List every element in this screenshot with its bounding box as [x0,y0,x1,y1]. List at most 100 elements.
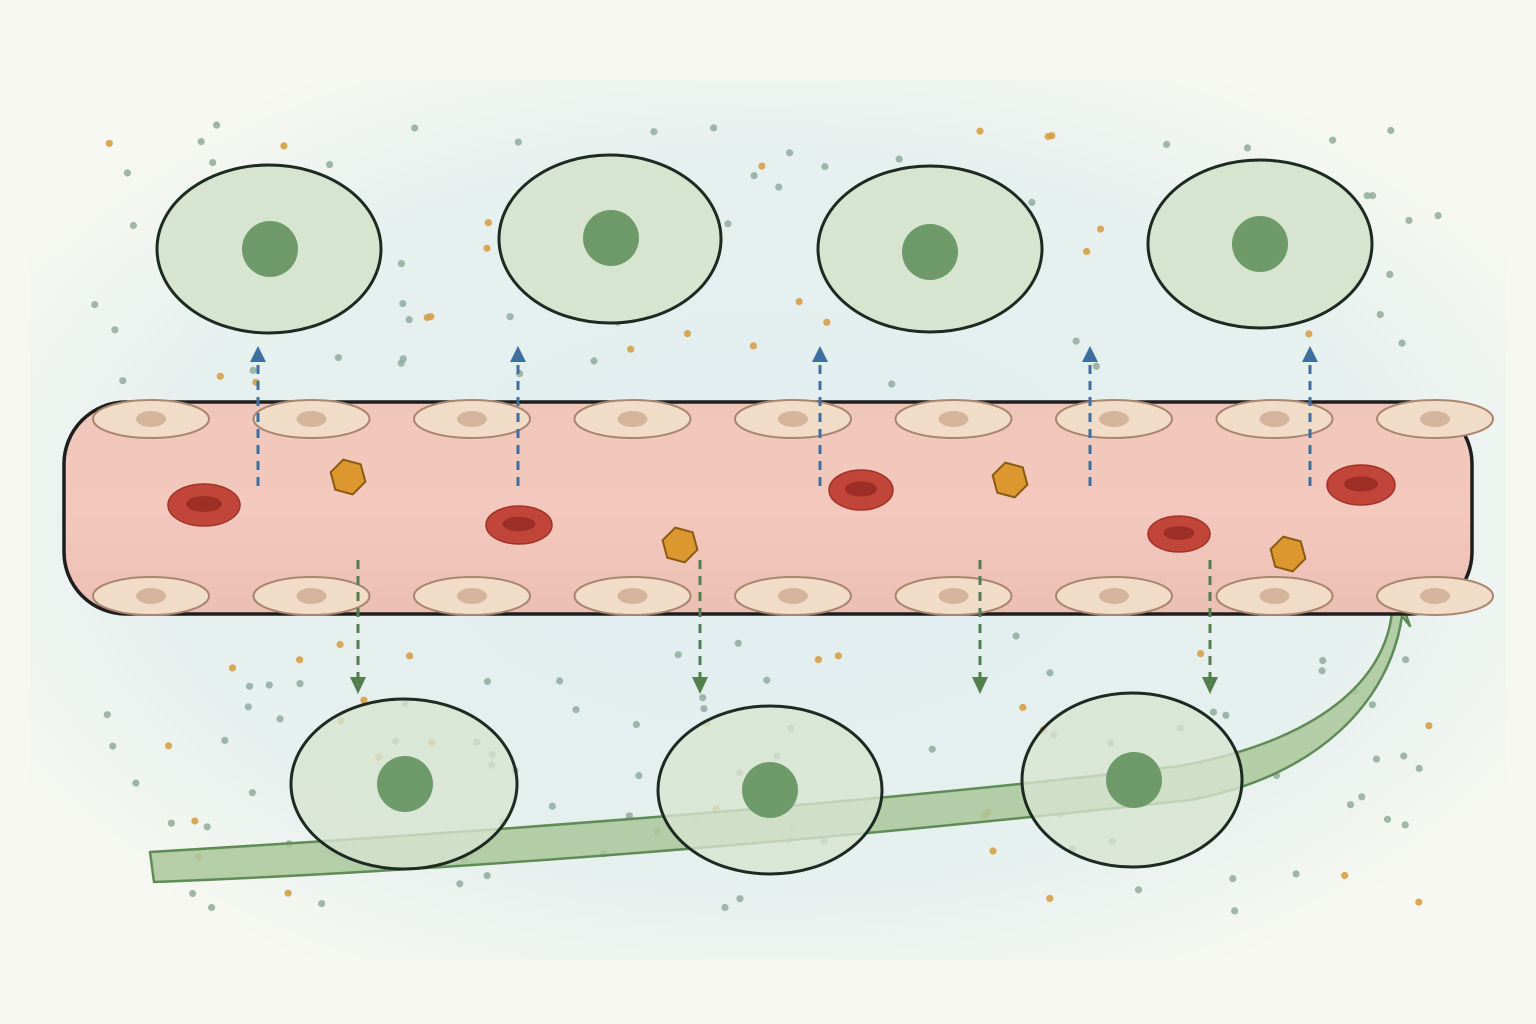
particle-dot [758,162,766,170]
cell-nucleus [583,210,639,266]
particle-dot [360,696,368,704]
red-blood-cell [828,469,894,511]
particle-dot [1372,755,1381,763]
downward-filtration-arrows [350,560,1218,694]
particle-dot [976,127,984,135]
particle-dot [208,903,216,912]
particle-dot [456,880,464,888]
particle-dot [109,742,117,750]
particle-dot [1028,198,1036,206]
cell-nucleus [242,221,298,277]
particle-dot [736,895,744,903]
particle-dot [228,664,237,672]
particle-dot [248,789,256,797]
particle-dot [1402,656,1410,664]
particle-dot [514,138,522,146]
cell-nucleus [1106,752,1162,808]
particle-dot [1092,362,1100,370]
particle-dot [123,169,131,177]
particle-dot [216,372,224,380]
particle-dot [1376,311,1384,319]
particle-dot [1012,632,1020,640]
particle-dot [1387,126,1395,135]
particle-dot [296,656,304,664]
rbc-center [1163,526,1195,540]
particle-dot [721,903,729,912]
endothelial-nucleus [778,411,808,427]
particle-dot [284,889,292,897]
particle-dot [1292,870,1300,878]
rbc-center [186,496,222,512]
particle-dot [1318,667,1326,675]
particle-dot [103,711,111,719]
particle-dot [189,889,197,898]
particle-dot [1434,212,1442,220]
particle-dot [111,326,119,334]
rbc-center [1344,476,1378,492]
particle-dot [483,244,491,252]
cell-nucleus [1232,216,1288,272]
particle-dot [821,163,829,171]
endothelial-nucleus [938,588,969,604]
particle-dot [710,124,718,132]
particle-dot [1319,656,1327,665]
particle-dot [132,779,140,787]
endothelial-nucleus [617,411,648,427]
particle-dot [427,313,435,321]
particle-dot [1083,247,1091,256]
particle-dot [763,676,771,684]
particle-dot [245,682,254,690]
particle-dot [244,703,252,711]
cell-nucleus [742,762,798,818]
red-blood-cell [1147,515,1211,553]
upper-tissue-cells [155,153,1374,335]
endothelial-nucleus [136,411,166,427]
particle-dot [834,652,843,660]
particle-dot [1369,192,1377,200]
particle-dot [750,172,758,180]
tissue-cell [1020,691,1244,869]
particle-dot [1197,650,1205,658]
particle-dot [397,260,405,268]
endothelial-nucleus [296,411,327,427]
red-blood-cell [167,483,241,527]
particle-dot [625,812,634,820]
particle-dot [397,359,405,367]
particle-dot [683,330,692,338]
particle-dot [632,720,641,729]
endothelial-nucleus [938,411,969,427]
endothelial-nucleus [1420,411,1450,427]
endothelial-nucleus [1099,411,1129,427]
particle-dot [1405,216,1413,224]
particle-dot [1209,708,1218,716]
particle-dot [888,380,896,388]
up-arrow-head [1082,346,1098,362]
particle-dot [627,345,635,353]
particle-dot [1044,132,1052,141]
particle-dot [1415,764,1423,773]
particle-dot [786,149,794,157]
particle-dot [814,656,823,664]
particle-dot [334,354,342,362]
particle-dot [119,377,127,385]
particle-dot [749,342,758,350]
endothelial-nucleus [1259,588,1290,604]
particle-dot [1046,894,1054,903]
down-arrow-head [972,677,988,694]
particle-dot [1346,801,1355,809]
particle-dot [590,357,598,365]
up-arrow-head [812,346,828,362]
particle-dot [775,183,783,191]
lower-tissue-cells [289,691,1244,876]
particle-dot [1243,144,1252,152]
solute-particles [329,458,1307,573]
cell-nucleus [377,756,433,812]
tissue-cell [816,164,1044,334]
particle-dot [221,736,229,745]
particle-dot [699,694,707,702]
particle-dot [823,318,831,326]
solute-hexagon [661,526,699,564]
particle-dot [1163,140,1171,148]
particle-dot [734,639,742,647]
tissue-cell [1146,158,1374,330]
